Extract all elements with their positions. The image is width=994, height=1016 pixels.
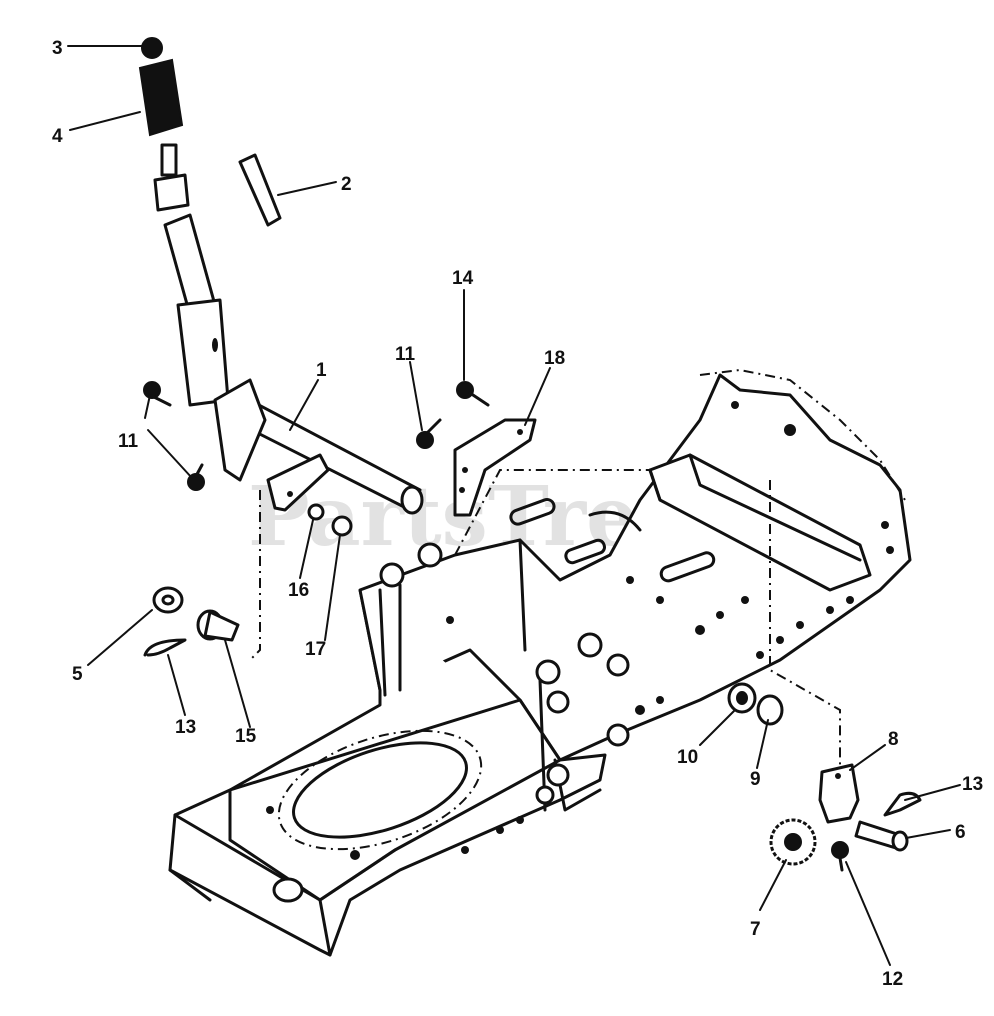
callout-16: 16 [288,580,309,601]
hairpin-13-right [883,791,922,817]
clevis-pin-6 [854,820,909,852]
callout-7: 7 [750,919,761,940]
bolt-11-c [416,418,442,449]
sector-gear-7 [769,818,817,866]
steering-shaft-assembly [153,143,424,515]
callout-11-right: 11 [395,344,416,365]
callout-9: 9 [750,769,761,790]
callout-12: 12 [882,969,903,990]
callout-18: 18 [544,348,565,369]
clevis-8 [818,763,860,824]
steering-cap [141,37,163,59]
callout-10: 10 [677,747,698,768]
callout-labels: 1 2 3 4 5 6 7 8 9 10 11 11 12 13 13 14 1… [52,38,983,990]
callout-17: 17 [305,639,326,660]
callout-6: 6 [955,822,966,843]
roll-pin [238,153,282,227]
callout-1: 1 [316,360,327,381]
callout-14: 14 [452,268,474,289]
bracket-18 [453,418,537,517]
callout-5: 5 [72,664,83,685]
callout-4: 4 [52,126,63,147]
flange-bearing-9 [756,694,784,726]
callout-13-left: 13 [175,717,196,738]
washer-16 [307,503,325,521]
leader-lines [67,45,961,966]
callout-2: 2 [341,174,352,195]
engine-opening [292,741,468,839]
callout-13-right: 13 [962,774,983,795]
nut-17 [331,515,353,537]
steering-adapter [138,58,184,137]
callout-11-left: 11 [118,431,139,452]
pivot-15 [196,609,240,642]
bolt-11-a [143,381,172,407]
frame-boss [272,877,304,903]
hairpin-13-left [143,638,187,657]
bolt-11-b [187,463,205,491]
washer-5 [152,586,184,614]
frame-bolts [379,542,630,805]
callout-8: 8 [888,729,899,750]
chassis-frame [168,368,912,957]
bolt-14 [456,381,490,407]
callout-3: 3 [52,38,63,59]
callout-15: 15 [235,726,257,747]
bolt-12 [831,841,849,872]
